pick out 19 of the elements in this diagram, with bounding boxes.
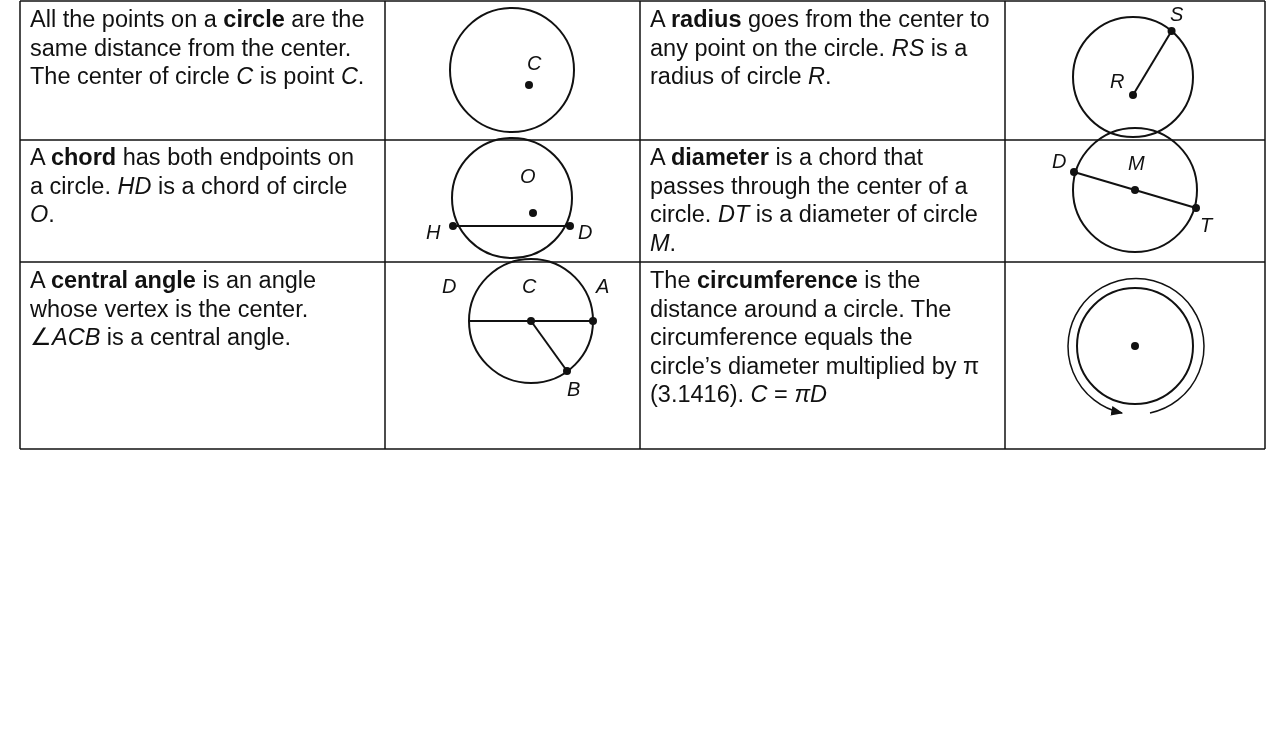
point-label: R — [1110, 70, 1125, 92]
point-label: D — [1052, 150, 1067, 172]
point-label: C — [527, 52, 542, 74]
point-label: D — [578, 221, 593, 243]
point-label: T — [1200, 214, 1213, 236]
point-label: C — [522, 275, 537, 297]
point-label: O — [520, 165, 536, 187]
definition-text: A chord has both endpoints on a circle. HD is a chord of circle O. — [30, 143, 355, 229]
definition-text: The circumference is the distance around a circle. The circumference equals the circle’s diameter multiplied by π (3.1416). C = πD — [650, 266, 980, 409]
definition-text: A diameter is a chord that passes through the center of a circle. DT is a diameter of circle M. — [650, 143, 979, 257]
point-label: A — [596, 275, 610, 297]
point-label: M — [1128, 152, 1145, 174]
point-label: S — [1170, 3, 1184, 25]
point-label: D — [442, 275, 457, 297]
definition-text: A central angle is an angle whose vertex is the center. ∠ACB is a central angle. — [30, 266, 318, 352]
point-label: B — [567, 378, 581, 400]
point-label: H — [426, 221, 441, 243]
definition-text: All the points on a circle are the same distance from the center. The center of circle C is point C. — [30, 5, 366, 91]
definition-text: A radius goes from the center to any point on the circle. RS is a radius of circle R. — [650, 5, 990, 91]
